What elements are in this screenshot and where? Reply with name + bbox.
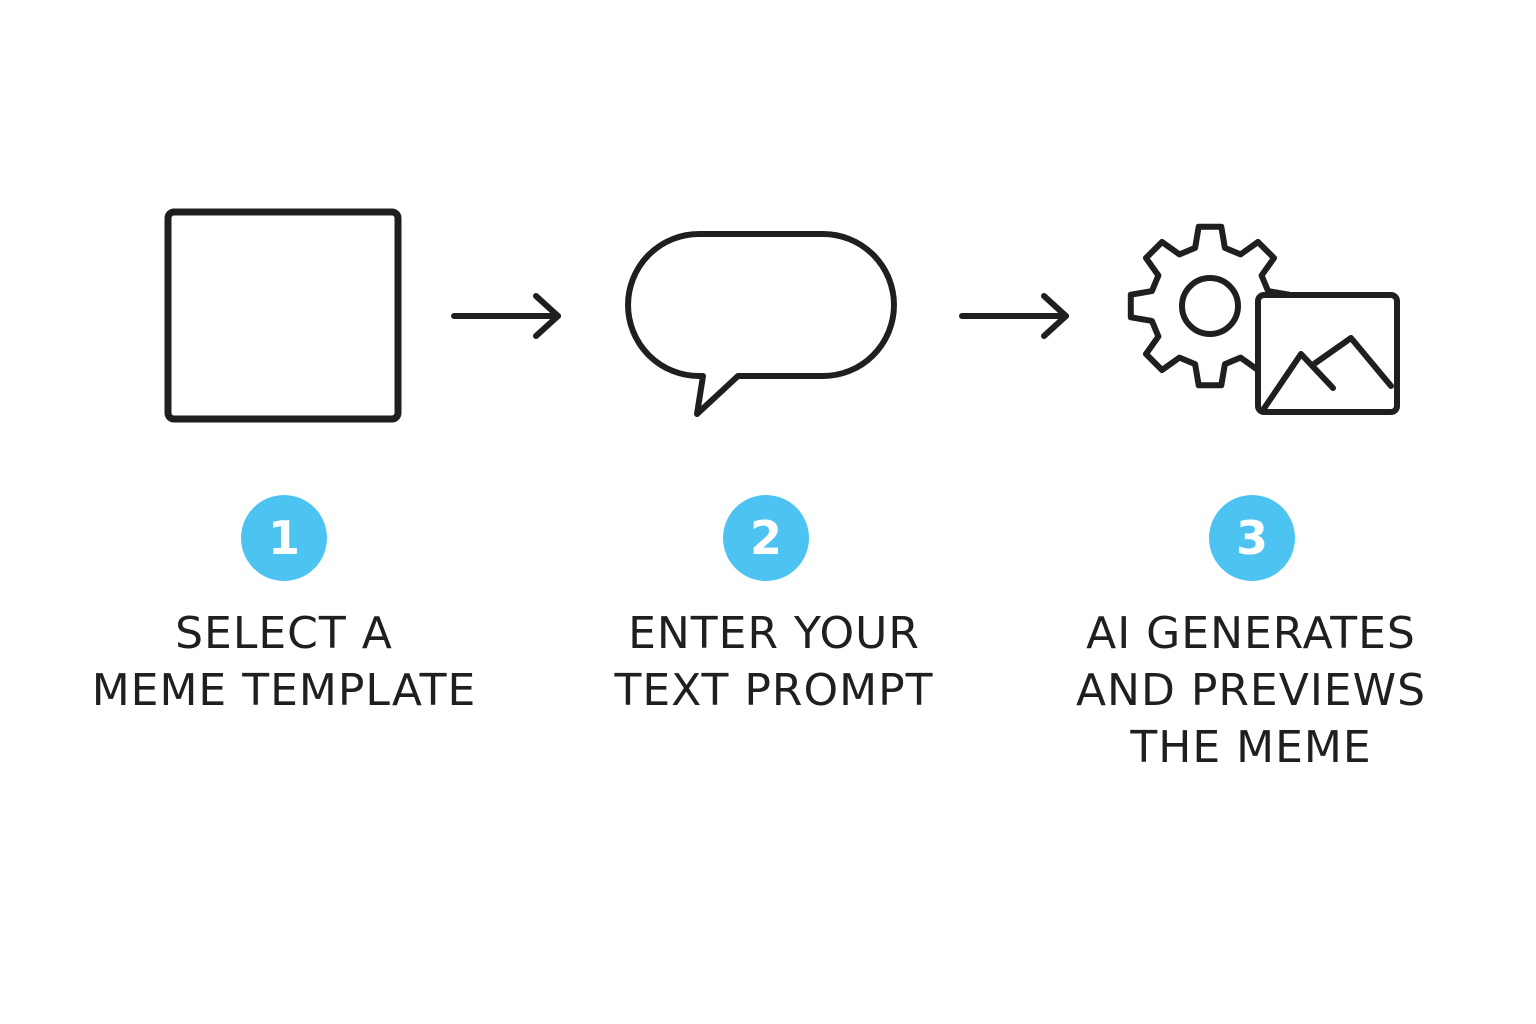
right-arrow-icon [451, 293, 561, 339]
caption-line: ENTER YOUR [628, 608, 920, 659]
step-caption: ENTER YOUR TEXT PROMPT [554, 605, 994, 719]
speech-bubble-icon [625, 231, 897, 417]
step-number-badge: 3 [1209, 495, 1295, 581]
caption-line: AI GENERATES [1086, 608, 1416, 659]
right-arrow-icon [959, 293, 1069, 339]
caption-line: MEME TEMPLATE [91, 665, 477, 716]
gear-image-icon [1127, 223, 1400, 415]
gear-icon [1127, 223, 1293, 389]
image-icon [1255, 292, 1400, 415]
caption-line: AND PREVIEWS [1075, 665, 1427, 716]
caption-line: TEXT PROMPT [614, 665, 934, 716]
step-caption: SELECT A MEME TEMPLATE [64, 605, 504, 719]
step-caption: AI GENERATES AND PREVIEWS THE MEME [1031, 605, 1471, 776]
caption-line: THE MEME [1130, 722, 1372, 773]
step-number-badge: 1 [241, 495, 327, 581]
caption-line: SELECT A [175, 608, 393, 659]
step-number-badge: 2 [723, 495, 809, 581]
square-frame-icon [164, 208, 402, 423]
